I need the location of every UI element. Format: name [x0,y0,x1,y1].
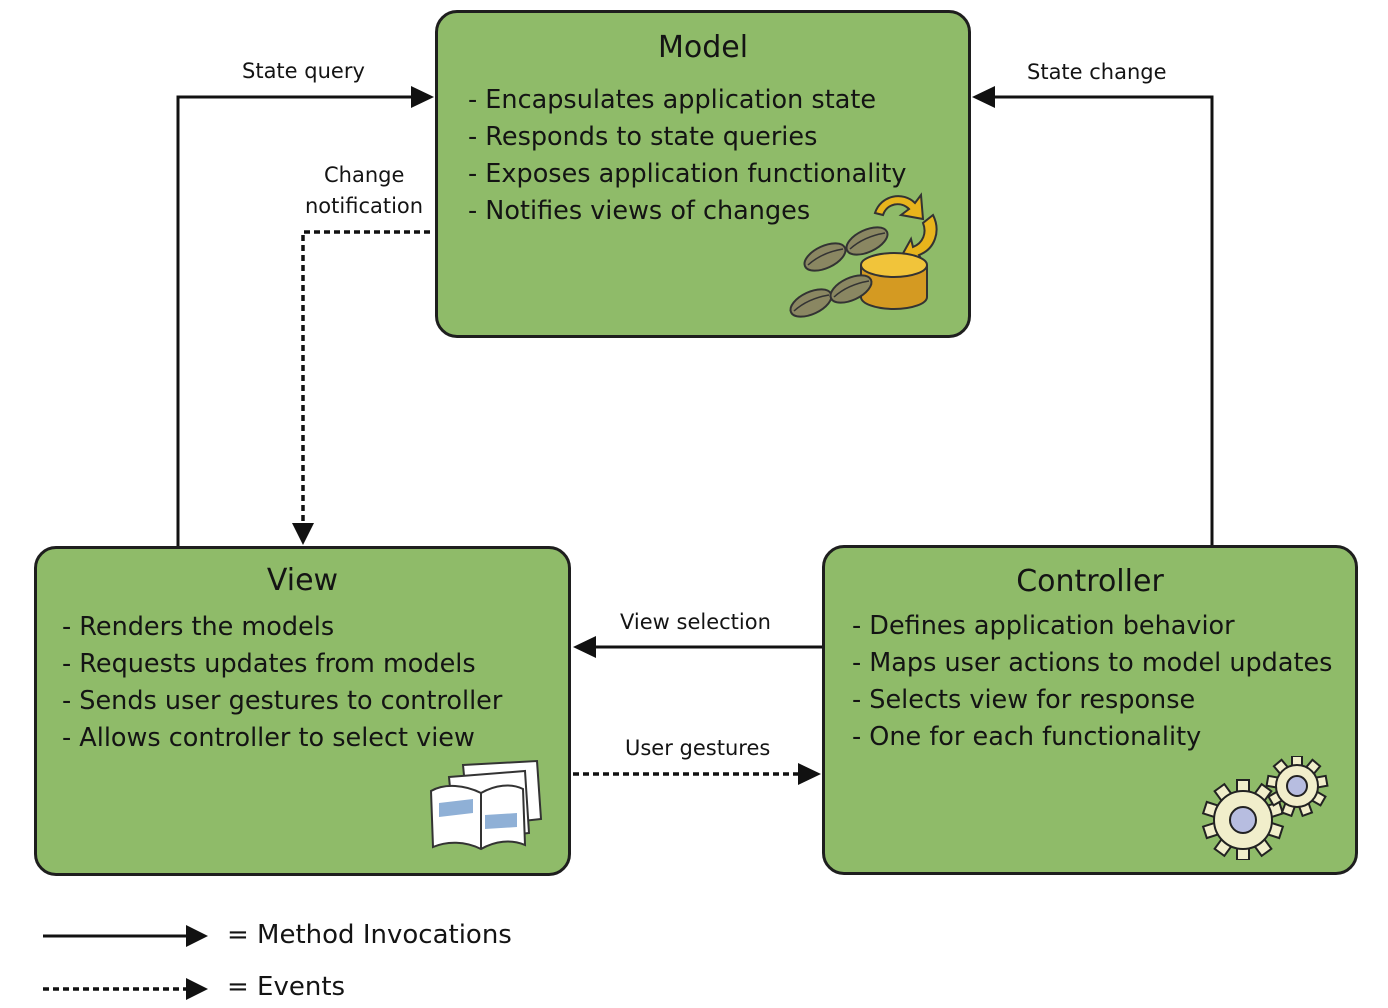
model-box: Model - Encapsulates application state -… [435,10,971,338]
state-query-arrow [176,95,413,546]
state-change-arrow [993,95,1214,545]
view-item: - Sends user gestures to controller [62,686,503,716]
model-item: - Responds to state queries [468,122,818,152]
view-item: - Requests updates from models [62,649,476,679]
view-selection-label: View selection [620,610,771,634]
view-item: - Allows controller to select view [62,723,475,753]
state-query-label: State query [242,59,365,83]
change-notification-label-line1: Change [324,163,405,187]
model-item: - Notifies views of changes [468,196,811,226]
controller-title: Controller [1016,564,1164,599]
model-item: - Exposes application functionality [468,159,907,189]
state-change-label: State change [1027,60,1167,84]
user-gestures-label: User gestures [625,736,771,760]
state-query-arrowhead [411,86,434,108]
legend-events-label: = Events [227,972,346,1002]
view-title: View [266,563,339,598]
legend-method-label: = Method Invocations [227,920,512,950]
controller-responsibilities: - Defines application behavior - Maps us… [852,608,1332,756]
database-beans-icon [789,192,938,318]
legend-solid-arrowhead [186,925,208,947]
gears-icon [1201,756,1329,860]
legend-dotted-arrowhead [186,978,208,1000]
controller-item: - One for each functionality [852,722,1202,752]
controller-item: - Maps user actions to model updates [852,648,1333,678]
change-notification-label-line2: notification [305,194,424,218]
user-gestures-arrowhead [798,763,821,785]
view-selection-arrowhead [573,636,596,658]
view-box: View - Renders the models - Requests upd… [34,546,571,876]
model-title: Model [657,30,749,65]
model-item: - Encapsulates application state [468,85,877,115]
documents-icon [429,759,543,851]
controller-item: - Defines application behavior [852,611,1235,641]
view-item: - Renders the models [62,612,335,642]
state-change-arrowhead [972,86,995,108]
change-notification-arrowhead [292,523,314,545]
model-responsibilities: - Encapsulates application state - Respo… [468,82,906,230]
change-notification-arrow [301,230,430,524]
view-responsibilities: - Renders the models - Requests updates … [62,609,502,757]
controller-item: - Selects view for response [852,685,1196,715]
controller-box: Controller - Defines application behavio… [822,545,1358,875]
